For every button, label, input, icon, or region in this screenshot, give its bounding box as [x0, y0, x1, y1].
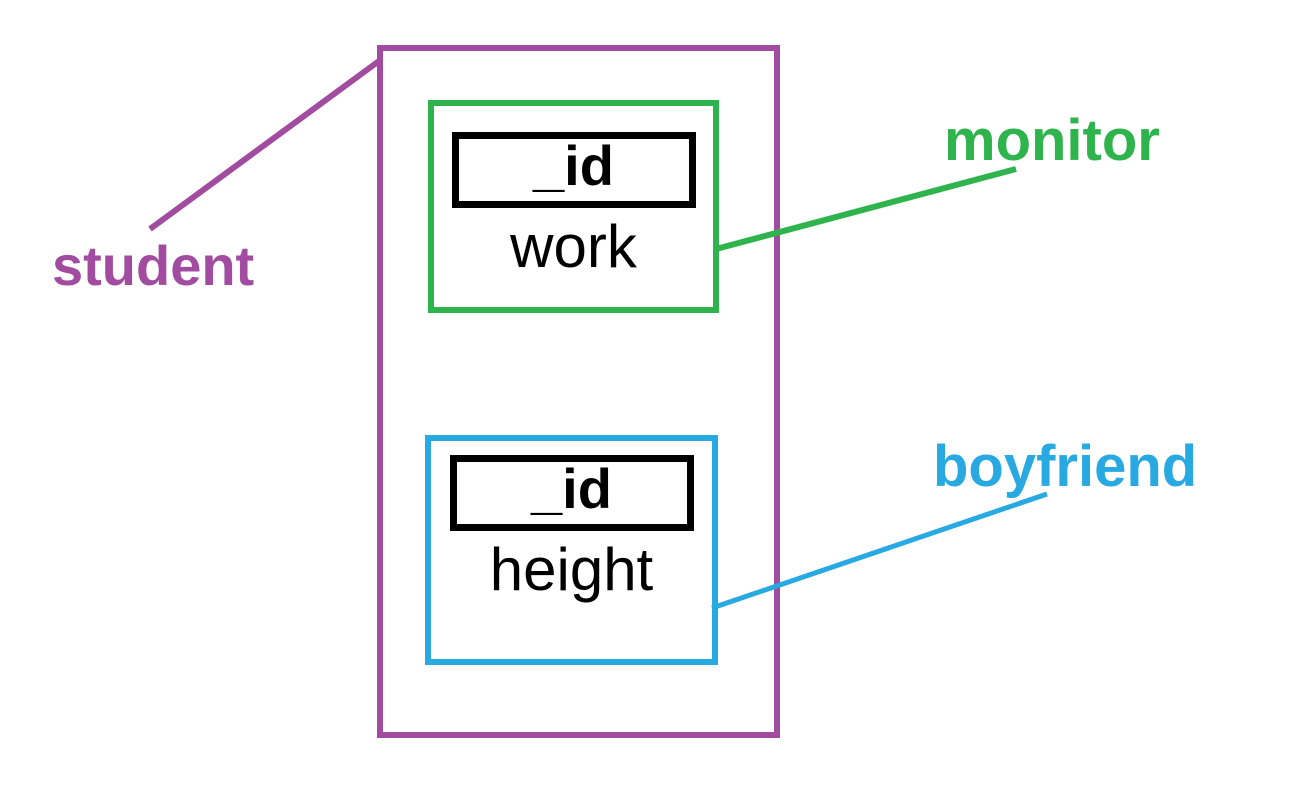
student-connector-line: [148, 58, 381, 232]
student-label: student: [52, 234, 255, 297]
monitor-id-field-box: _id: [451, 132, 696, 208]
boyfriend-document-box: _id height: [425, 435, 718, 665]
boyfriend-field-label: height: [489, 536, 654, 603]
boyfriend-label: boyfriend: [933, 434, 1198, 499]
monitor-id-field-label: _id: [533, 134, 614, 197]
boyfriend-id-field-box: _id: [449, 455, 694, 531]
monitor-field-label: work: [510, 213, 637, 280]
monitor-document-box: _id work: [428, 100, 719, 313]
student-collection-box: [377, 45, 780, 738]
monitor-label: monitor: [944, 108, 1160, 173]
boyfriend-id-field-label: _id: [531, 457, 612, 520]
